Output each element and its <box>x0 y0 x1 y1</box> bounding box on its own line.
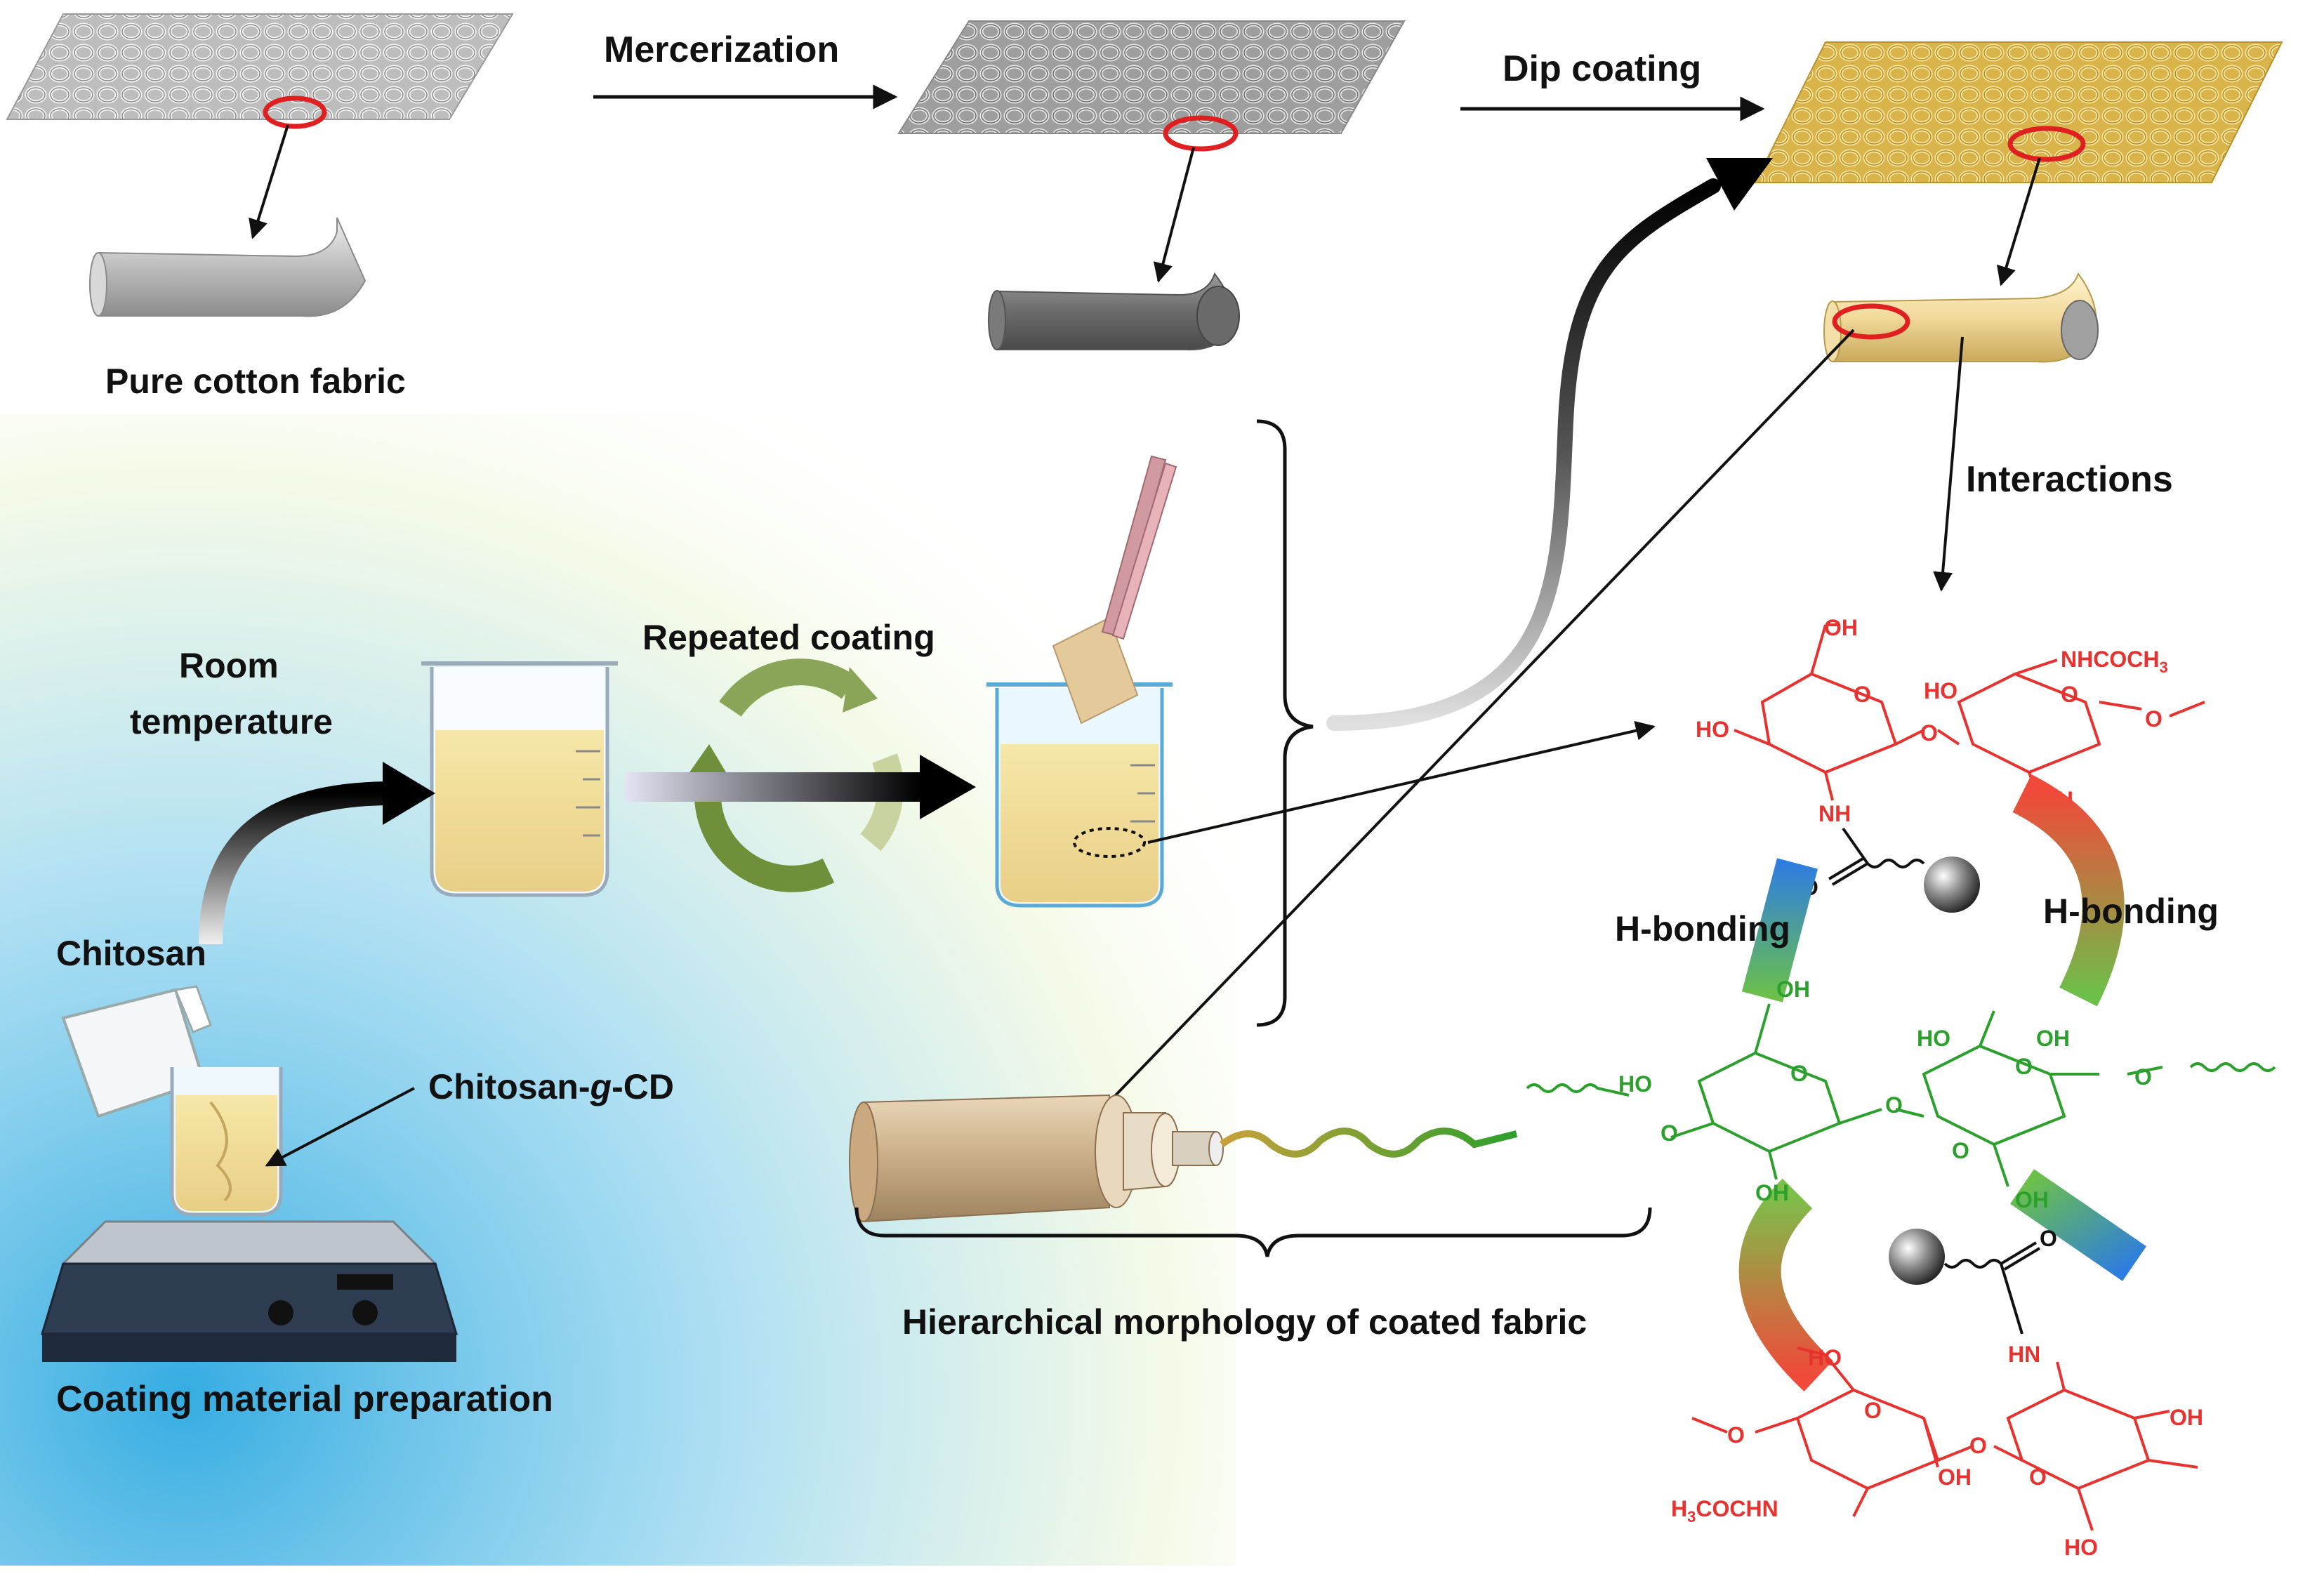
chem-nh: NH <box>1818 801 1851 826</box>
top-chitosan-structure <box>1734 623 2205 801</box>
zoom-arrow-to-chemistry <box>1147 720 1656 844</box>
room-temperature-beaker <box>421 661 618 897</box>
chem-ho: HO <box>1618 1071 1652 1097</box>
process-s-arrow <box>1326 178 1721 731</box>
dipping-beaker <box>986 682 1173 908</box>
highlight-circle <box>263 95 327 129</box>
pure-cotton-fabric-label: Pure cotton fabric <box>105 362 406 401</box>
preparation-background <box>0 414 1236 1566</box>
chem-o: O <box>1790 1061 1808 1086</box>
chem-h3cochn: H3COCHN <box>1671 1496 1778 1526</box>
zoom-arrow <box>1996 157 2041 286</box>
chitosan-addition-arrow <box>199 781 394 945</box>
chitosan-g-cd-beaker <box>170 1067 283 1217</box>
process-s-arrowhead <box>1706 158 1773 211</box>
h-bonding-left-label: H-bonding <box>1615 909 1790 948</box>
h-bond-arc <box>2012 774 2125 1007</box>
chem-oh: OH <box>1755 1180 1789 1205</box>
chem-o: O <box>1661 1120 1678 1146</box>
right-brace <box>1256 419 1314 1027</box>
chem-oh: OH <box>1938 1464 1972 1490</box>
interactions-arrow <box>1933 336 1964 592</box>
repeated-coating-cycle-icon <box>685 659 904 892</box>
highlight-circle <box>1832 303 1910 340</box>
chem-o: O <box>2145 706 2163 732</box>
highlight-circle <box>1163 115 1239 152</box>
bottom-chitosan-structure <box>1691 1347 2198 1531</box>
morphology-brace <box>854 1207 1652 1257</box>
coating-material-preparation-title: Coating material preparation <box>56 1379 553 1420</box>
highlight-circle <box>2007 126 2086 162</box>
chem-ho: HO <box>1924 678 1957 703</box>
zoom-arrow-to-morphology <box>1094 329 1855 1118</box>
chem-oh: OH <box>2015 1187 2049 1212</box>
interactions-label: Interactions <box>1966 459 2173 500</box>
chem-o: O <box>2061 682 2078 707</box>
chem-o: O <box>2134 1064 2152 1090</box>
top-amide-linker <box>1828 827 1925 886</box>
coating-transfer-arrowhead <box>920 755 976 819</box>
pure-cotton-fabric-mesh <box>6 13 514 120</box>
chem-ho: HO <box>1917 1026 1950 1051</box>
chem-nhcoch3: NHCOCH3 <box>2061 647 2168 676</box>
chem-oh: OH <box>1824 615 1858 640</box>
guest-molecule-sphere <box>1924 857 1980 913</box>
repeated-coating-label: Repeated coating <box>642 618 935 657</box>
dip-coating-label: Dip coating <box>1503 48 1701 89</box>
chem-o: O <box>1854 682 1871 707</box>
h-bond-arc <box>1738 1178 1833 1391</box>
h-bond-arc <box>1741 858 1818 1003</box>
chem-oh: OH <box>2170 1405 2203 1430</box>
zoom-arrow <box>249 124 289 239</box>
cyclodextrin-structure <box>1526 1003 2276 1187</box>
chitosan-addition-arrowhead <box>383 762 435 825</box>
chitosan-g-cd-label: Chitosan-g-CD <box>428 1067 674 1106</box>
chem-o: O <box>1920 720 1938 746</box>
magnetic-stirrer <box>40 1220 458 1362</box>
chem-o: O <box>2029 1464 2047 1490</box>
h-bond-arc <box>2010 1169 2146 1281</box>
h-bonding-right-label: H-bonding <box>2043 892 2219 931</box>
chem-oh: OH <box>1776 977 1810 1002</box>
coating-transfer-arrow-shaft <box>625 772 920 802</box>
room-temperature-label-line2: temperature <box>130 702 333 741</box>
chem-o: O <box>1969 1433 1987 1458</box>
chem-hn: HN <box>2008 1342 2040 1367</box>
chem-ho: HO <box>2064 1535 2098 1560</box>
chem-o: O <box>1885 1092 1903 1118</box>
chem-oh: OH <box>2036 1026 2070 1051</box>
chem-ho: HO <box>1808 1345 1842 1370</box>
pure-cotton-fiber <box>89 217 367 317</box>
zoom-arrow <box>1153 147 1195 283</box>
chem-o: O <box>1727 1422 1745 1448</box>
chitosan-label: Chitosan <box>56 934 206 973</box>
mercerized-fiber <box>988 272 1240 351</box>
hierarchical-fiber <box>849 1094 1518 1223</box>
mercerization-label: Mercerization <box>604 29 839 70</box>
chitosan-g-cd-pointer <box>265 1087 415 1167</box>
chem-o: O <box>2015 1054 2033 1079</box>
chem-o: O <box>1864 1398 1882 1423</box>
bottom-amide-linker <box>1943 1241 2041 1335</box>
tweezers-with-fabric <box>1052 455 1177 725</box>
guest-molecule-sphere <box>1889 1229 1945 1285</box>
hierarchical-morphology-label: Hierarchical morphology of coated fabric <box>902 1302 1587 1342</box>
mercerized-fabric-mesh <box>897 20 1406 134</box>
coated-fabric-mesh <box>1754 41 2283 183</box>
room-temperature-label-line1: Room <box>179 646 279 685</box>
chem-o: O <box>1952 1138 1969 1163</box>
chem-o: O <box>2040 1226 2057 1251</box>
chem-ho: HO <box>1696 717 1729 742</box>
